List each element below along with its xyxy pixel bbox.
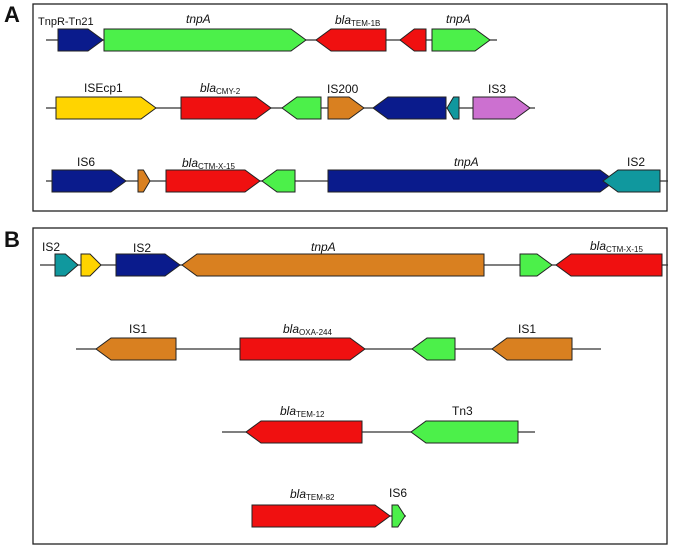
gene-b1-bla-ctm-x-15: [555, 253, 663, 277]
label-b2-is1-left: IS1: [129, 322, 147, 336]
label-a1-tnpa-1: tnpA: [186, 12, 211, 26]
gene-a2-is200: [327, 96, 365, 120]
gene-a2-small-green: [281, 96, 322, 120]
label-b3-tn3: Tn3: [452, 404, 473, 418]
label-is200: IS200: [327, 82, 359, 96]
label-b2-bla-oxa-244: blaOXA-244: [283, 322, 332, 337]
label-isecp1: ISEcp1: [84, 81, 123, 95]
gene-b3-tn3: [410, 420, 519, 444]
gene-b1-is2-left: [54, 253, 79, 277]
label-b4-bla-tem-82: blaTEM-82: [290, 487, 335, 502]
label-a2-bla-cmy-2: blaCMY-2: [200, 81, 241, 96]
label-a3-bla-ctm-x-15: blaCTM-X-15: [182, 156, 235, 171]
gene-a1-tnpa-1: [103, 28, 307, 52]
panel-b-frame: [32, 227, 668, 545]
panel-a-frame: [32, 3, 668, 212]
gene-b2-bla-oxa-244: [239, 337, 366, 361]
gene-a1-small-red: [399, 28, 427, 52]
gene-b4-bla-tem-82: [251, 504, 391, 528]
label-a3-is6: IS6: [77, 155, 95, 169]
gene-a3-is6: [51, 169, 127, 193]
genes: [51, 28, 663, 528]
gene-b2-is1-right: [491, 337, 573, 361]
gene-a1-tnpa-2: [431, 28, 491, 52]
gene-a3-bla-ctm-x-15: [165, 169, 261, 193]
gene-b2-small-green: [411, 337, 456, 361]
gene-a3-small-orange: [137, 169, 151, 193]
label-a1-tnpa-2: tnpA: [446, 12, 471, 26]
gene-b4-is6: [391, 504, 406, 528]
label-b3-bla-tem-12: blaTEM-12: [280, 404, 325, 419]
panel-b-letter: B: [4, 227, 20, 252]
gene-a3-tnpa: [327, 169, 616, 193]
gene-a3-is2: [602, 169, 661, 193]
label-b1-is2-right: IS2: [133, 241, 151, 255]
gene-b1-yellow: [80, 253, 102, 277]
label-a3-is2: IS2: [627, 155, 645, 169]
label-b1-is2-left: IS2: [42, 240, 60, 254]
gene-a1-tnpr: [57, 28, 104, 52]
label-b4-is6: IS6: [389, 486, 407, 500]
label-b1-tnpa: tnpA: [311, 240, 336, 254]
label-b2-is1-right: IS1: [518, 322, 536, 336]
gene-b2-is1-left: [95, 337, 177, 361]
label-a3-tnpa: tnpA: [454, 155, 479, 169]
gene-a2-bla-cmy-2: [180, 96, 272, 120]
gene-a2-navy: [372, 96, 447, 120]
gene-a2-is3: [472, 96, 531, 120]
gene-b1-tnpa: [181, 253, 485, 277]
gene-a2-isecp1: [55, 96, 157, 120]
label-b1-bla-ctm-x-15: blaCTM-X-15: [590, 239, 643, 254]
gene-a1-bla-tem-1b: [315, 28, 387, 52]
gene-a2-teal: [446, 96, 460, 120]
gene-a3-small-green: [261, 169, 296, 193]
label-a1-bla-tem-1b: blaTEM-1B: [335, 13, 380, 28]
label-tnpr-tn21: TnpR-Tn21: [38, 16, 94, 28]
panel-a-letter: A: [4, 2, 20, 27]
gene-b3-bla-tem-12: [245, 420, 363, 444]
gene-b1-small-green: [519, 253, 553, 277]
gene-b1-is2-right: [115, 253, 181, 277]
label-is3: IS3: [488, 82, 506, 96]
